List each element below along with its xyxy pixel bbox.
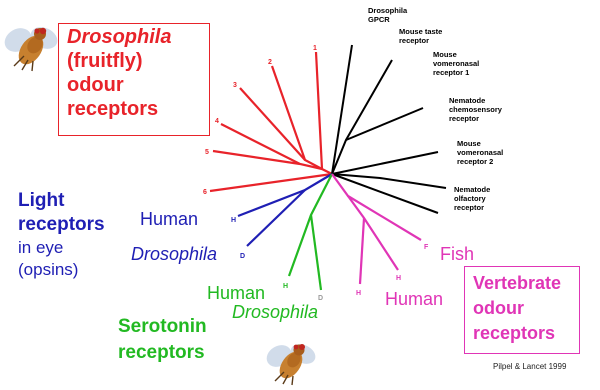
- label-human-light: Human: [140, 209, 198, 230]
- vertebrate-odour-receptors-box: Vertebrate odour receptors: [464, 266, 580, 354]
- vertebrate-odour-label: odour: [473, 298, 524, 319]
- red-branch-1: [316, 52, 332, 174]
- label-mouse-vomeronasal-2-a: Mouse: [457, 139, 481, 148]
- label-fish: Fish: [440, 244, 474, 265]
- black-branch-nematode-olfactory: [332, 174, 438, 213]
- leaf-tag-magenta-h1: H: [396, 275, 401, 282]
- leaf-tag-red-5: 5: [205, 149, 209, 156]
- receptors-label: receptors: [67, 98, 158, 121]
- label-human-serotonin: Human: [207, 283, 265, 304]
- right-receptor-labels: Drosophila GPCR Mouse taste receptor Mou…: [368, 6, 503, 212]
- label-nematode-chemo-c: receptor: [449, 114, 479, 123]
- leaf-tag-green-h: H: [283, 283, 288, 290]
- odour-label: odour: [67, 74, 124, 97]
- drosophila-odour-title: Drosophila: [67, 26, 171, 49]
- leaf-tag-green-d: D: [318, 295, 323, 302]
- black-branch-drosophila-gpcr: [332, 45, 352, 174]
- red-branch-4: [221, 124, 322, 169]
- leaf-tag-magenta-h2: H: [356, 290, 361, 297]
- drosophila-odour-branches: [210, 52, 332, 191]
- light-receptors-title-1: Light: [18, 190, 64, 212]
- label-nematode-chemo-a: Nematode: [449, 96, 485, 105]
- serotonin-branches: [289, 174, 332, 290]
- leaf-tags: 1 2 3 4 5 6 H D H D F H H: [203, 45, 429, 302]
- blue-branch-drosophila: [247, 190, 305, 246]
- label-nematode-chemo-b: chemosensory: [449, 105, 503, 114]
- label-nematode-olfactory-b: olfactory: [454, 194, 487, 203]
- label-nematode-olfactory-a: Nematode: [454, 185, 490, 194]
- label-drosophila-gpcr-2: GPCR: [368, 15, 390, 24]
- label-mouse-taste-1: Mouse taste: [399, 27, 442, 36]
- light-receptors-opsins: (opsins): [18, 260, 78, 280]
- leaf-tag-red-3: 3: [233, 82, 237, 89]
- label-drosophila-gpcr-1: Drosophila: [368, 6, 408, 15]
- label-mouse-vomeronasal-1-b: vomeronasal: [433, 59, 479, 68]
- light-receptors-in-eye: in eye: [18, 238, 63, 258]
- label-mouse-vomeronasal-2-c: receptor 2: [457, 157, 493, 166]
- green-branch-human: [289, 174, 332, 276]
- other-receptor-branches: [332, 45, 446, 213]
- label-human-vertebrate: Human: [385, 289, 443, 310]
- drosophila-odour-receptors-box: Drosophila (fruitfly) odour receptors: [58, 23, 210, 136]
- leaf-tag-magenta-f: F: [424, 244, 429, 251]
- leaf-tag-red-6: 6: [203, 189, 207, 196]
- leaf-tag-blue-h: H: [231, 217, 236, 224]
- leaf-tag-red-2: 2: [268, 59, 272, 66]
- green-branch-drosophila: [311, 215, 321, 290]
- leaf-tag-blue-d: D: [240, 253, 245, 260]
- label-drosophila-light: Drosophila: [131, 244, 217, 265]
- label-nematode-olfactory-c: receptor: [454, 203, 484, 212]
- label-mouse-taste-2: receptor: [399, 36, 429, 45]
- light-receptors-title-2: receptors: [18, 214, 105, 236]
- fruitfly-label: (fruitfly): [67, 50, 143, 73]
- black-branch-mouse-vomeronasal-1: [346, 108, 423, 140]
- red-branch-6: [210, 174, 332, 191]
- fruitfly-image-top: [2, 18, 60, 73]
- fruitfly-image-bottom: [262, 332, 320, 387]
- vertebrate-title: Vertebrate: [473, 273, 561, 294]
- serotonin-receptors-title-1: Serotonin: [118, 316, 207, 338]
- leaf-tag-red-1: 1: [313, 45, 317, 52]
- magenta-branch-human-2: [360, 218, 364, 284]
- citation: Pilpel & Lancet 1999: [493, 362, 566, 371]
- black-branch-nematode-chemosensory: [332, 152, 438, 174]
- vertebrate-receptors-label: receptors: [473, 323, 555, 344]
- serotonin-receptors-title-2: receptors: [118, 342, 205, 364]
- label-mouse-vomeronasal-1-a: Mouse: [433, 50, 457, 59]
- label-mouse-vomeronasal-2-b: vomeronasal: [457, 148, 503, 157]
- leaf-tag-red-4: 4: [215, 118, 219, 125]
- magenta-branch-fish: [332, 174, 421, 240]
- magenta-branch-human-1: [348, 196, 398, 270]
- label-drosophila-serotonin: Drosophila: [232, 302, 318, 323]
- label-mouse-vomeronasal-1-c: receptor 1: [433, 68, 469, 77]
